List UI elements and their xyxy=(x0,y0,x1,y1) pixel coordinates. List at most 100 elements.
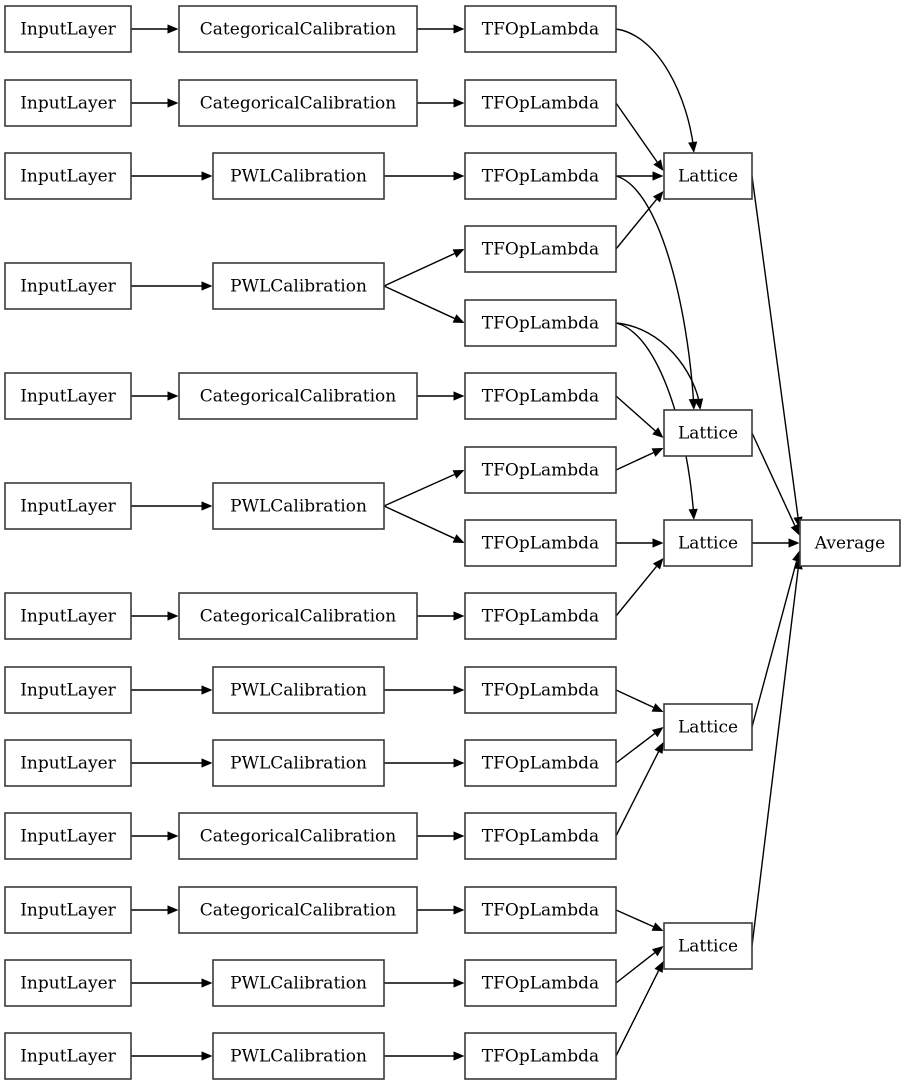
node-lattice-lat1[interactable]: Lattice xyxy=(663,152,753,200)
node-lattice-lat3[interactable]: Lattice xyxy=(663,519,753,567)
node-box[interactable] xyxy=(464,592,617,640)
node-tfop-lambda-op10[interactable]: TFOpLambda xyxy=(464,666,617,714)
node-box[interactable] xyxy=(663,409,753,457)
node-box[interactable] xyxy=(464,519,617,567)
node-tfop-lambda-op14[interactable]: TFOpLambda xyxy=(464,959,617,1007)
node-box[interactable] xyxy=(212,739,385,787)
node-tfop-lambda-op8[interactable]: TFOpLambda xyxy=(464,519,617,567)
node-tfop-lambda-op3[interactable]: TFOpLambda xyxy=(464,152,617,200)
node-pwlcalibration-cal6[interactable]: PWLCalibration xyxy=(212,482,385,530)
node-box[interactable] xyxy=(178,812,418,860)
node-average-avg[interactable]: Average xyxy=(799,519,901,567)
node-box[interactable] xyxy=(212,959,385,1007)
node-box[interactable] xyxy=(178,5,418,53)
node-box[interactable] xyxy=(464,959,617,1007)
node-box[interactable] xyxy=(464,446,617,494)
node-pwlcalibration-cal12[interactable]: PWLCalibration xyxy=(212,959,385,1007)
node-input-layer-in1[interactable]: InputLayer xyxy=(4,5,132,53)
node-box[interactable] xyxy=(464,152,617,200)
node-tfop-lambda-op2[interactable]: TFOpLambda xyxy=(464,79,617,127)
node-box[interactable] xyxy=(4,1032,132,1080)
node-box[interactable] xyxy=(178,79,418,127)
node-input-layer-in4[interactable]: InputLayer xyxy=(4,262,132,310)
node-lattice-lat5[interactable]: Lattice xyxy=(663,922,753,970)
node-categorical-calibration-cal2[interactable]: CategoricalCalibration xyxy=(178,79,418,127)
arrowhead-icon xyxy=(452,314,465,323)
node-input-layer-in3[interactable]: InputLayer xyxy=(4,152,132,200)
node-input-layer-in10[interactable]: InputLayer xyxy=(4,812,132,860)
node-tfop-lambda-op9[interactable]: TFOpLambda xyxy=(464,592,617,640)
node-input-layer-in9[interactable]: InputLayer xyxy=(4,739,132,787)
node-box[interactable] xyxy=(212,1032,385,1080)
node-box[interactable] xyxy=(4,666,132,714)
node-lattice-lat4[interactable]: Lattice xyxy=(663,703,753,751)
node-box[interactable] xyxy=(464,5,617,53)
node-input-layer-in5[interactable]: InputLayer xyxy=(4,372,132,420)
node-lattice-lat2[interactable]: Lattice xyxy=(663,409,753,457)
node-box[interactable] xyxy=(4,79,132,127)
node-box[interactable] xyxy=(464,299,617,347)
node-input-layer-in13[interactable]: InputLayer xyxy=(4,1032,132,1080)
node-box[interactable] xyxy=(663,703,753,751)
node-input-layer-in7[interactable]: InputLayer xyxy=(4,592,132,640)
node-box[interactable] xyxy=(663,152,753,200)
node-box[interactable] xyxy=(663,922,753,970)
node-input-layer-in2[interactable]: InputLayer xyxy=(4,79,132,127)
node-label: InputLayer xyxy=(20,387,116,407)
node-pwlcalibration-cal13[interactable]: PWLCalibration xyxy=(212,1032,385,1080)
arrowhead-icon xyxy=(201,171,213,181)
edge-tfop-lambda-to-lattice xyxy=(615,733,656,764)
node-box[interactable] xyxy=(464,1032,617,1080)
node-box[interactable] xyxy=(464,812,617,860)
node-box[interactable] xyxy=(4,152,132,200)
node-box[interactable] xyxy=(212,152,385,200)
node-box[interactable] xyxy=(4,372,132,420)
node-tfop-lambda-op1[interactable]: TFOpLambda xyxy=(464,5,617,53)
node-box[interactable] xyxy=(663,519,753,567)
node-pwlcalibration-cal8[interactable]: PWLCalibration xyxy=(212,666,385,714)
node-pwlcalibration-cal4[interactable]: PWLCalibration xyxy=(212,262,385,310)
node-box[interactable] xyxy=(464,886,617,934)
node-tfop-lambda-op5[interactable]: TFOpLambda xyxy=(464,299,617,347)
node-box[interactable] xyxy=(212,482,385,530)
node-box[interactable] xyxy=(464,225,617,273)
node-box[interactable] xyxy=(4,482,132,530)
node-box[interactable] xyxy=(212,262,385,310)
arrowhead-icon xyxy=(167,831,179,841)
node-input-layer-in12[interactable]: InputLayer xyxy=(4,959,132,1007)
node-pwlcalibration-cal3[interactable]: PWLCalibration xyxy=(212,152,385,200)
node-box[interactable] xyxy=(178,372,418,420)
node-box[interactable] xyxy=(178,592,418,640)
node-tfop-lambda-op12[interactable]: TFOpLambda xyxy=(464,812,617,860)
node-tfop-lambda-op15[interactable]: TFOpLambda xyxy=(464,1032,617,1080)
node-input-layer-in11[interactable]: InputLayer xyxy=(4,886,132,934)
node-input-layer-in8[interactable]: InputLayer xyxy=(4,666,132,714)
node-tfop-lambda-op7[interactable]: TFOpLambda xyxy=(464,446,617,494)
node-categorical-calibration-cal11[interactable]: CategoricalCalibration xyxy=(178,886,418,934)
node-input-layer-in6[interactable]: InputLayer xyxy=(4,482,132,530)
node-box[interactable] xyxy=(178,886,418,934)
node-categorical-calibration-cal7[interactable]: CategoricalCalibration xyxy=(178,592,418,640)
node-tfop-lambda-op6[interactable]: TFOpLambda xyxy=(464,372,617,420)
node-categorical-calibration-cal10[interactable]: CategoricalCalibration xyxy=(178,812,418,860)
node-box[interactable] xyxy=(464,372,617,420)
node-box[interactable] xyxy=(464,79,617,127)
node-tfop-lambda-op13[interactable]: TFOpLambda xyxy=(464,886,617,934)
node-categorical-calibration-cal1[interactable]: CategoricalCalibration xyxy=(178,5,418,53)
node-box[interactable] xyxy=(4,959,132,1007)
node-box[interactable] xyxy=(464,666,617,714)
node-box[interactable] xyxy=(212,666,385,714)
node-box[interactable] xyxy=(4,812,132,860)
node-pwlcalibration-cal9[interactable]: PWLCalibration xyxy=(212,739,385,787)
node-box[interactable] xyxy=(464,739,617,787)
arrowhead-icon xyxy=(201,281,213,291)
node-tfop-lambda-op11[interactable]: TFOpLambda xyxy=(464,739,617,787)
node-box[interactable] xyxy=(4,592,132,640)
node-box[interactable] xyxy=(4,739,132,787)
node-categorical-calibration-cal5[interactable]: CategoricalCalibration xyxy=(178,372,418,420)
node-tfop-lambda-op4[interactable]: TFOpLambda xyxy=(464,225,617,273)
node-box[interactable] xyxy=(4,5,132,53)
node-box[interactable] xyxy=(4,886,132,934)
node-box[interactable] xyxy=(799,519,901,567)
node-box[interactable] xyxy=(4,262,132,310)
